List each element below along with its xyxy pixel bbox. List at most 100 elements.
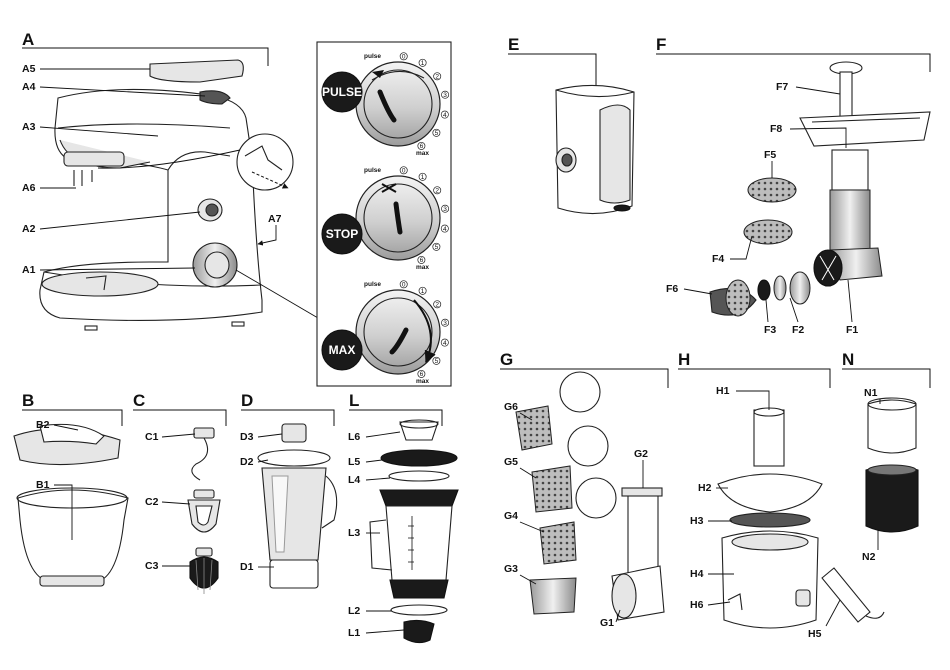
- blender-jug: [258, 424, 337, 588]
- section-b: B B2 B1: [14, 391, 128, 586]
- label-l2: L2: [348, 605, 360, 617]
- dial-scale-number: 1: [421, 288, 425, 295]
- section-e: E: [508, 35, 634, 214]
- label-a5: A5: [22, 63, 36, 75]
- label-f8: F8: [770, 123, 782, 135]
- whisk: [190, 548, 218, 594]
- label-f3: F3: [764, 324, 776, 336]
- label-l4: L4: [348, 474, 360, 486]
- grater-drums: [516, 372, 664, 620]
- label-c1: C1: [145, 431, 159, 443]
- dial-scale-number: 1: [421, 174, 425, 181]
- stop-button-label: STOP: [326, 227, 358, 241]
- k-beater: [188, 490, 220, 532]
- section-h: H H1 H2 H3 H4 H6 H5: [678, 350, 884, 640]
- dial-scale-number: 2: [435, 74, 439, 81]
- dial-scale-number: 5: [435, 244, 439, 251]
- label-d2: D2: [240, 456, 254, 468]
- pulse-small-label: pulse: [364, 53, 381, 60]
- section-h-heading: H: [678, 350, 690, 369]
- mixing-bowl: [18, 490, 128, 582]
- dial-scale-number: 6: [420, 257, 424, 264]
- label-g4: G4: [504, 510, 518, 522]
- section-c: C C1 C2 C3: [133, 391, 226, 594]
- dial-scale-number: 2: [435, 188, 439, 195]
- label-f4: F4: [712, 253, 724, 265]
- dial-scale-number: 0: [402, 54, 406, 61]
- dial-scale-number: 1: [421, 60, 425, 67]
- dial-scale-number: 5: [435, 358, 439, 365]
- section-a-heading: A: [22, 30, 34, 49]
- dial-scale-number: 2: [435, 302, 439, 309]
- dial-scale-number: 4: [443, 226, 447, 233]
- dial-scale-number: 3: [443, 206, 447, 213]
- dial-scale-number: 4: [443, 340, 447, 347]
- slow-speed-outlet: [556, 85, 634, 213]
- label-f6: F6: [666, 283, 678, 295]
- section-g: G G6 G5 G2 G4 G3 G1: [500, 350, 668, 629]
- label-a4: A4: [22, 81, 36, 93]
- pulse-max-label: max: [416, 150, 429, 157]
- label-h5: H5: [808, 628, 822, 640]
- max-max-label: max: [416, 378, 429, 385]
- grinder-mill: [866, 398, 918, 532]
- stop-max-label: max: [416, 264, 429, 271]
- label-n1: N1: [864, 387, 878, 399]
- section-b-heading: B: [22, 391, 34, 410]
- label-n2: N2: [862, 551, 876, 563]
- label-g2: G2: [634, 448, 648, 460]
- pulse-button-label: PULSE: [322, 85, 362, 99]
- label-a2: A2: [22, 223, 36, 235]
- label-c2: C2: [145, 496, 159, 508]
- label-l5: L5: [348, 456, 360, 468]
- label-f2: F2: [792, 324, 804, 336]
- dial-scale-number: 3: [443, 320, 447, 327]
- section-f-heading: F: [656, 35, 666, 54]
- label-c3: C3: [145, 560, 159, 572]
- dial-scale-number: 6: [420, 143, 424, 150]
- label-g6: G6: [504, 401, 518, 413]
- label-f1: F1: [846, 324, 858, 336]
- section-d-heading: D: [241, 391, 253, 410]
- section-d: D D3 D2 D1: [240, 391, 337, 588]
- label-h3: H3: [690, 515, 704, 527]
- label-l3: L3: [348, 527, 360, 539]
- label-a1: A1: [22, 264, 36, 276]
- section-f: F F7 F8 F5 F4 F6 F3: [656, 35, 930, 336]
- section-c-heading: C: [133, 391, 145, 410]
- section-e-heading: E: [508, 35, 519, 54]
- section-l-heading: L: [349, 391, 359, 410]
- section-l: L L6 L5 L4 L3 L2 L1: [348, 391, 458, 643]
- multi-mill-jug: [370, 420, 458, 643]
- section-g-heading: G: [500, 350, 513, 369]
- label-a7: A7: [268, 213, 282, 225]
- label-a6: A6: [22, 182, 36, 194]
- dial-scale-number: 5: [435, 130, 439, 137]
- label-h4: H4: [690, 568, 704, 580]
- label-h1: H1: [716, 385, 730, 397]
- meat-mincer: [710, 62, 930, 316]
- section-n-heading: N: [842, 350, 854, 369]
- label-g5: G5: [504, 456, 518, 468]
- dial-scale-number: 4: [443, 112, 447, 119]
- label-b1: B1: [36, 479, 50, 491]
- label-d1: D1: [240, 561, 254, 573]
- dial-scale-number: 0: [402, 282, 406, 289]
- label-b2: B2: [36, 419, 50, 431]
- label-f5: F5: [764, 149, 776, 161]
- label-a3: A3: [22, 121, 36, 133]
- max-button-label: MAX: [329, 343, 356, 357]
- dial-scale-number: 3: [443, 92, 447, 99]
- stand-mixer-illustration: [40, 60, 293, 330]
- section-n: N N1 N2: [842, 350, 930, 563]
- label-d3: D3: [240, 431, 254, 443]
- stop-small-label: pulse: [364, 167, 381, 174]
- label-l6: L6: [348, 431, 360, 443]
- dial-scale-number: 0: [402, 168, 406, 175]
- label-g1: G1: [600, 617, 614, 629]
- label-l1: L1: [348, 627, 360, 639]
- label-g3: G3: [504, 563, 518, 575]
- dial-scale-number: 6: [420, 371, 424, 378]
- label-f7: F7: [776, 81, 788, 93]
